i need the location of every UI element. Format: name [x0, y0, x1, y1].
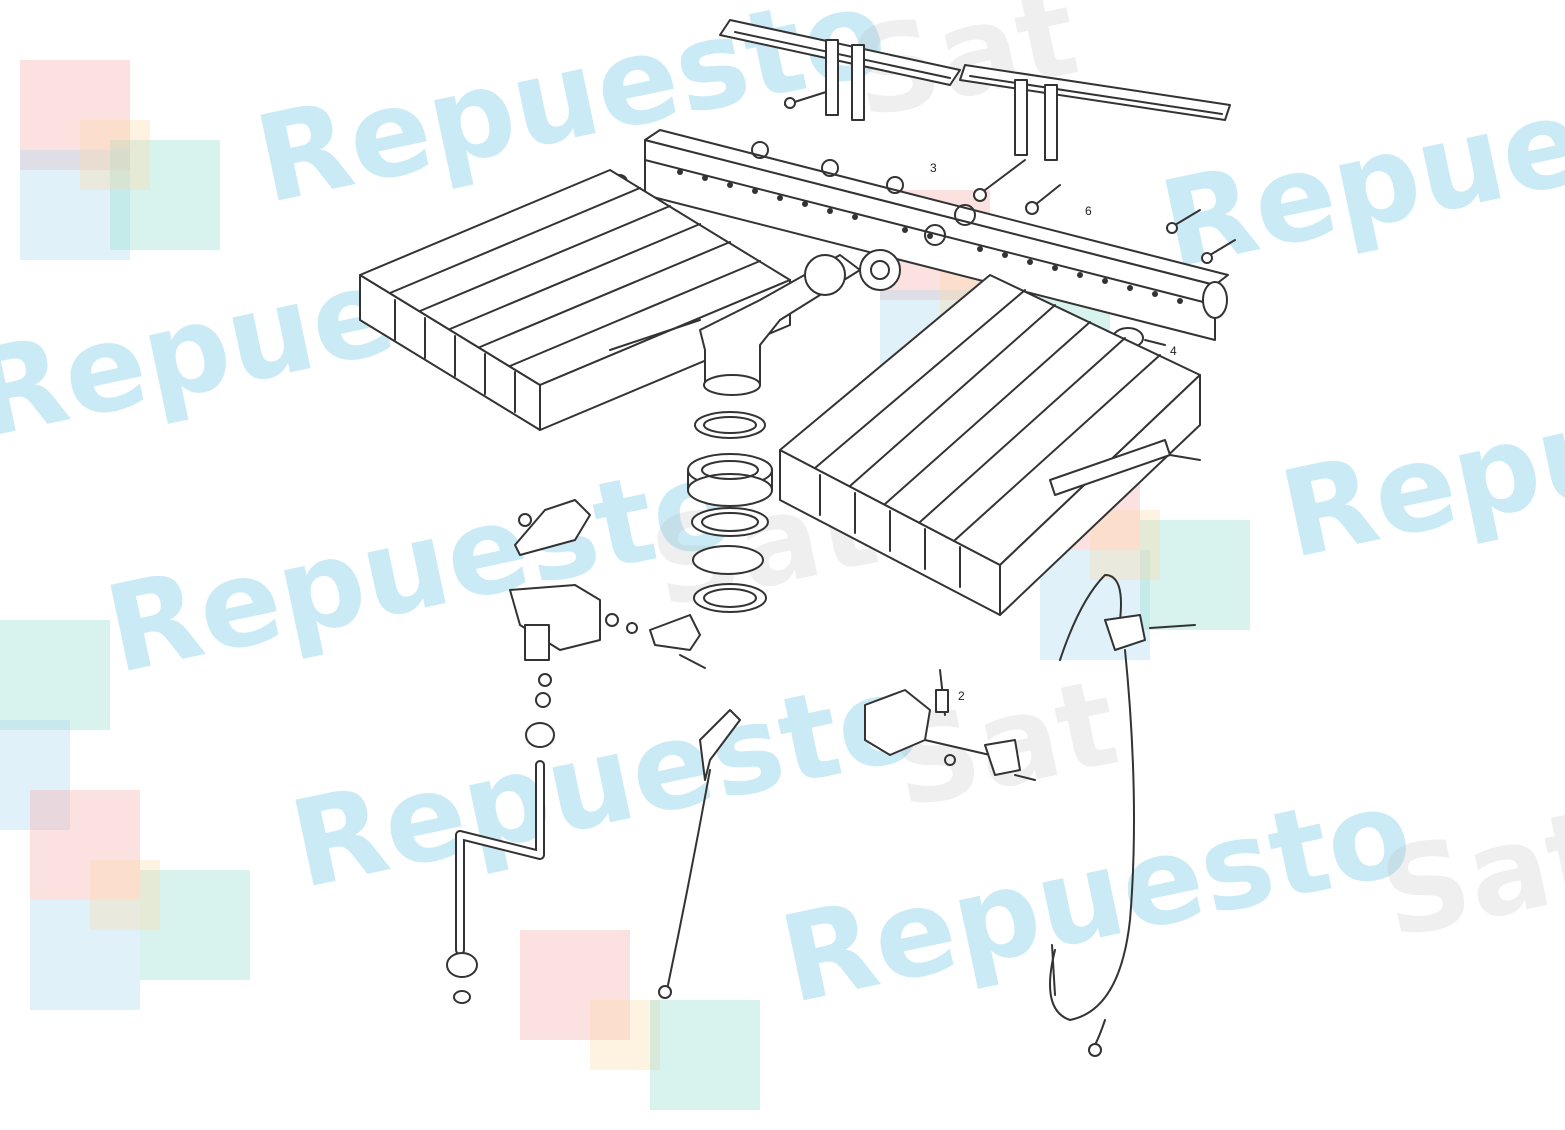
ignition-electrode-cable	[658, 709, 741, 999]
thermocouple	[1049, 574, 1196, 1057]
callout-label: 3	[930, 161, 937, 175]
top-bracket-left	[719, 19, 961, 121]
callout-label: 2	[958, 689, 965, 703]
top-bracket-right	[959, 64, 1231, 161]
line-drawing: 6 3 4 2	[359, 19, 1236, 1057]
gas-manifold	[644, 129, 1229, 341]
manifold-holes	[677, 169, 1183, 304]
elbow-connector	[609, 254, 861, 396]
callout-label: 4	[1170, 344, 1177, 358]
callouts: 6 3 4 2	[930, 161, 1177, 703]
burner-right	[779, 274, 1201, 616]
callout-label: 6	[1085, 204, 1092, 218]
valve-center	[864, 669, 1036, 781]
pilot-assembly-left	[509, 499, 706, 748]
pilot-pipe	[446, 760, 545, 1004]
gasket-stack	[687, 411, 773, 613]
